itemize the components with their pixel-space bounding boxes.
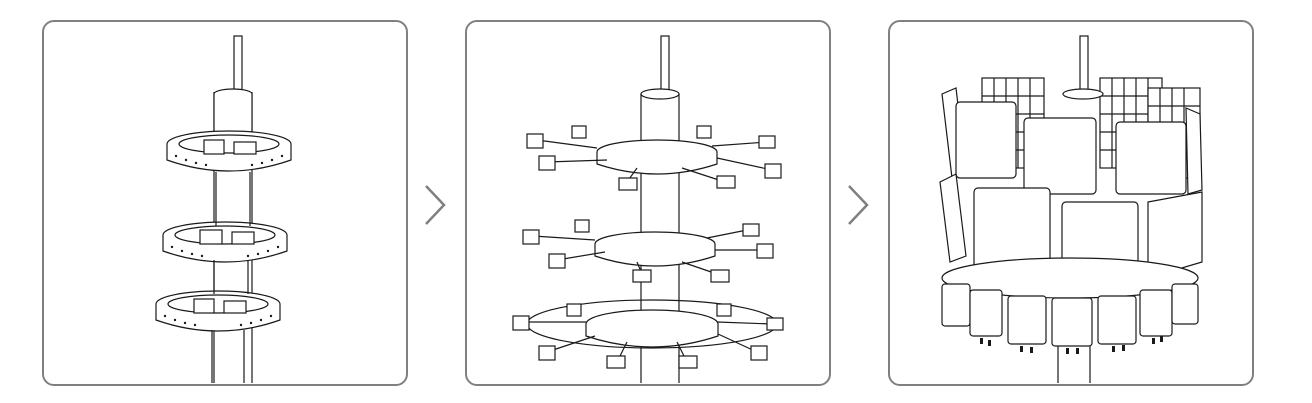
panel bbox=[1115, 121, 1187, 195]
arm-ring-1 bbox=[526, 125, 782, 191]
bracket-ring-2 bbox=[162, 221, 288, 263]
chevron-right-icon bbox=[843, 180, 873, 230]
chevron-right-icon bbox=[420, 180, 450, 230]
panel bbox=[955, 101, 1017, 179]
arm-ring-2 bbox=[522, 219, 774, 283]
bracket-ring-3 bbox=[155, 290, 281, 332]
bracket-ring-1 bbox=[166, 130, 292, 172]
pole-ring-arms-illustration bbox=[512, 35, 784, 383]
top-panel-row bbox=[941, 87, 1203, 195]
arm-ring-3 bbox=[512, 299, 784, 369]
step-1-panel bbox=[42, 20, 408, 386]
pole-antenna-assembly-illustration bbox=[939, 35, 1203, 383]
step-2-panel bbox=[465, 20, 831, 386]
step-3-panel bbox=[888, 20, 1254, 386]
bottom-module-ring bbox=[941, 257, 1199, 347]
panel bbox=[1023, 117, 1097, 195]
pole-ring-brackets-illustration bbox=[155, 35, 292, 383]
